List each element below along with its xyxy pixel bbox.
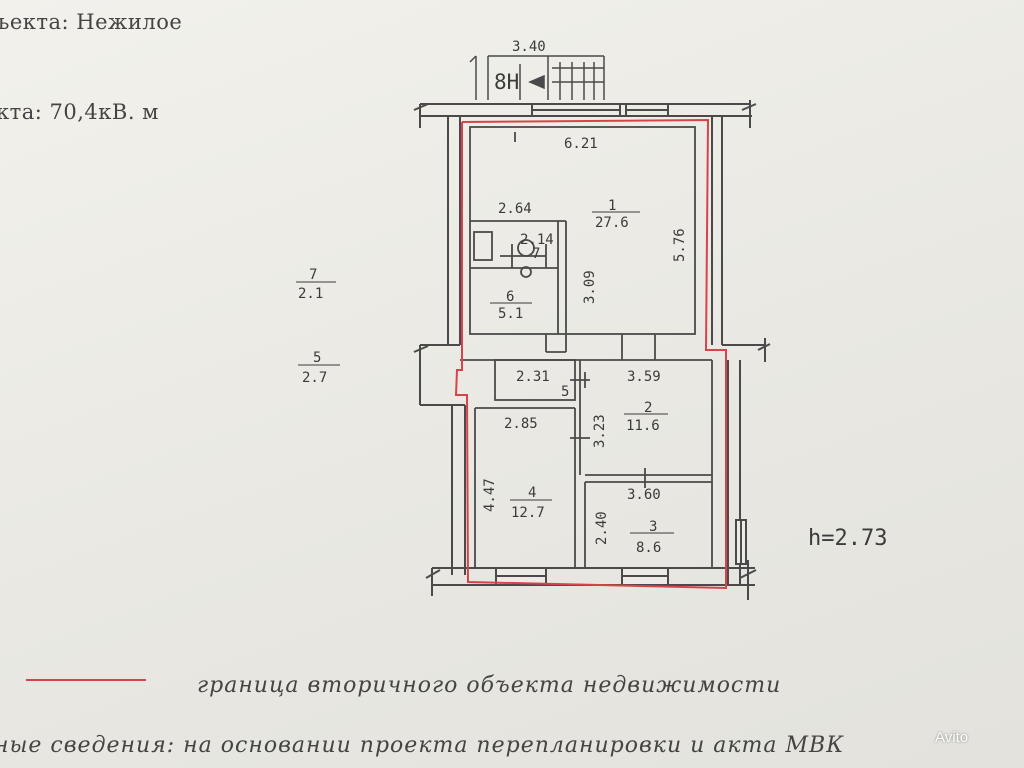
outside-label-5-area: 2.7 xyxy=(302,370,327,386)
footer-note: ные сведения: на основании проекта переп… xyxy=(0,733,845,758)
outside-label-7-area: 2.1 xyxy=(298,286,323,302)
room-2-width: 3.59 xyxy=(627,369,661,385)
room-6-height: 3.09 xyxy=(582,270,598,304)
object-type-text: ъекта: Нежилое xyxy=(0,10,183,34)
room-4-area: 12.7 xyxy=(511,505,545,521)
room-3-number: 3 xyxy=(649,519,657,535)
room-5-number: 5 xyxy=(561,384,569,400)
stair-label: 8Н xyxy=(494,70,519,94)
outer-walls xyxy=(413,100,771,600)
room-5-width: 2.31 xyxy=(516,369,550,385)
room-1-area: 27.6 xyxy=(595,215,629,231)
outside-label-7-number: 7 xyxy=(309,267,317,283)
room-4-number: 4 xyxy=(528,485,536,501)
room-7-width: 2.14 xyxy=(520,232,554,248)
stair-width-label: 3.40 xyxy=(512,39,546,55)
legend-label: граница вторичного объекта недвижимости xyxy=(197,673,782,698)
room-1-number: 1 xyxy=(608,198,616,214)
room-3-area: 8.6 xyxy=(636,540,661,556)
room-4-height: 4.47 xyxy=(482,478,498,512)
room-6-width: 2.64 xyxy=(498,201,532,217)
avito-watermark: Avito xyxy=(935,729,969,746)
room-3-width: 3.60 xyxy=(627,487,661,503)
legend-red-line xyxy=(26,679,146,681)
room-4-width: 2.85 xyxy=(504,416,538,432)
outside-label-5-number: 5 xyxy=(313,350,321,366)
ceiling-height: h=2.73 xyxy=(808,526,887,551)
total-area-text: кта: 70,4кВ. м xyxy=(0,100,160,124)
room-2-height: 3.23 xyxy=(592,414,608,448)
room-labels: 6.21 1 27.6 5.76 2.64 2.14 7 6 5.1 3.09 … xyxy=(296,136,887,556)
room-6-number: 6 xyxy=(506,289,514,305)
interior-walls xyxy=(460,126,713,568)
room-2-area: 11.6 xyxy=(626,418,660,434)
property-boundary xyxy=(454,118,727,590)
stair xyxy=(469,55,605,100)
room-7-number: 7 xyxy=(532,246,540,262)
room-3-height: 2.40 xyxy=(594,511,610,545)
room-6-area: 5.1 xyxy=(498,306,523,322)
room-2-number: 2 xyxy=(644,400,652,416)
room-1-height: 5.76 xyxy=(672,228,688,262)
room-1-width: 6.21 xyxy=(564,136,598,152)
